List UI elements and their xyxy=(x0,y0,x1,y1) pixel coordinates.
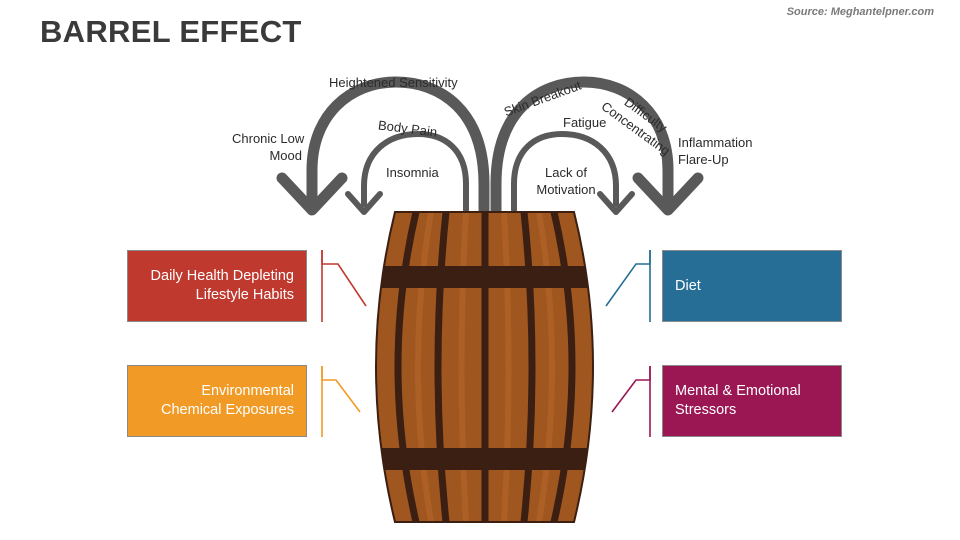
box-environmental-line2: Chemical Exposures xyxy=(161,402,294,418)
label-insomnia: Insomnia xyxy=(386,165,439,180)
label-chronic-low-mood: Chronic Low Mood xyxy=(232,130,305,164)
source-credit: Source: Meghantelpner.com xyxy=(786,6,934,18)
box-diet: Diet xyxy=(662,250,842,322)
page-title: BARREL EFFECT xyxy=(40,14,302,49)
barrel xyxy=(376,212,593,522)
box-daily-health-line1: Daily Health Depleting xyxy=(150,268,294,284)
box-environmental-chemical-exposures: Environmental Chemical Exposures xyxy=(127,365,307,437)
label-heightened-sensitivity: Heightened Sensitivity xyxy=(329,75,458,90)
outer-left-arrow xyxy=(306,76,490,216)
box-environmental-line1: Environmental xyxy=(201,383,294,399)
box-mental-line1: Mental & Emotional xyxy=(675,383,801,399)
connector-diet xyxy=(605,250,651,307)
label-lack-of-motivation: Lack of Motivation xyxy=(534,164,598,198)
outer-right-arrowhead xyxy=(632,172,704,216)
label-inflammation-line1: Inflammation xyxy=(678,135,753,150)
outer-right-arrow xyxy=(490,76,674,216)
inner-left-arrow xyxy=(361,130,469,213)
inner-left-arrowhead xyxy=(345,191,383,215)
label-lack-line2: Motivation xyxy=(536,182,596,197)
connector-mental-emotional xyxy=(611,366,651,413)
outer-left-arrowhead xyxy=(276,172,348,216)
connector-daily-health xyxy=(321,250,367,307)
label-chronic-low-mood-line2: Mood xyxy=(269,148,302,163)
box-daily-health-depleting-lifestyle-habits: Daily Health Depleting Lifestyle Habits xyxy=(127,250,307,322)
label-chronic-low-mood-line1: Chronic Low xyxy=(232,131,305,146)
label-inflammation-line2: Flare-Up xyxy=(678,152,729,167)
inner-right-arrowhead xyxy=(597,191,635,215)
label-inflammation-flare-up: Inflammation Flare-Up xyxy=(678,134,752,168)
box-mental-line2: Stressors xyxy=(675,402,737,418)
box-mental-emotional-stressors: Mental & Emotional Stressors xyxy=(662,365,842,437)
inner-right-arrow xyxy=(511,130,619,213)
box-diet-label: Diet xyxy=(675,277,701,294)
box-daily-health-line2: Lifestyle Habits xyxy=(195,287,294,303)
connector-environmental xyxy=(321,366,361,413)
label-lack-line1: Lack of xyxy=(545,165,587,180)
label-fatigue: Fatigue xyxy=(563,115,607,130)
